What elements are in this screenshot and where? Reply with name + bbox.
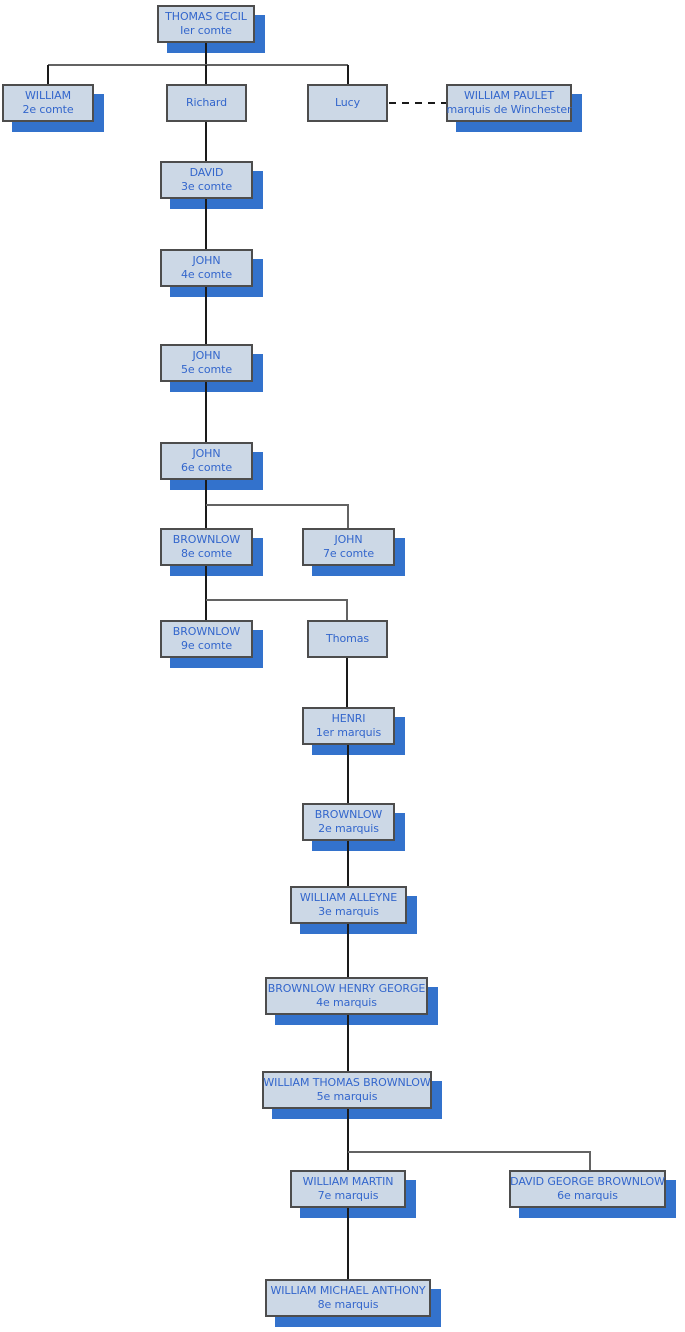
node-title: 4e marquis: [316, 996, 377, 1009]
node-name: BROWNLOW: [314, 808, 383, 821]
node-title: 2e marquis: [318, 822, 379, 835]
tree-node-lucy: Lucy: [307, 84, 388, 122]
node-name: DAVID: [189, 166, 224, 179]
node-title: 9e comte: [180, 639, 233, 652]
node-name: Richard: [185, 96, 228, 109]
node-name: WILLIAM MICHAEL ANTHONY: [270, 1284, 426, 1297]
node-name: HENRI: [331, 712, 366, 725]
node-name: BROWNLOW: [172, 533, 241, 546]
node-title: Ier comte: [180, 24, 232, 37]
node-title: 6e marquis: [557, 1189, 618, 1202]
node-title: 6e comte: [180, 461, 233, 474]
node-name: WILLIAM: [25, 89, 71, 102]
node-title: 1er marquis: [315, 726, 382, 739]
node-name: JOHN: [334, 533, 363, 546]
node-name: WILLIAM THOMAS BROWNLOW: [263, 1076, 431, 1089]
node-title: 8e comte: [180, 547, 233, 560]
node-title: 3e marquis: [318, 905, 379, 918]
node-name: DAVID GEORGE BROWNLOW: [510, 1175, 665, 1188]
node-title: 5e comte: [180, 363, 233, 376]
node-name: WILLIAM PAULET: [463, 89, 555, 102]
node-name: JOHN: [192, 254, 221, 267]
node-title: 7e marquis: [317, 1189, 379, 1202]
node-name: Lucy: [334, 96, 361, 109]
node-title: 4e comte: [180, 268, 233, 281]
node-title: marquis de Winchester: [446, 103, 572, 116]
node-name: Thomas: [325, 632, 369, 645]
node-name: JOHN: [192, 349, 221, 362]
node-name: THOMAS CECIL: [165, 10, 247, 23]
node-title: 8e marquis: [317, 1298, 379, 1311]
descent-line: [206, 599, 348, 620]
descent-line: [348, 1151, 591, 1170]
node-name: WILLIAM ALLEYNE: [299, 891, 398, 904]
node-name: BROWNLOW: [172, 625, 241, 638]
node-title: 3e comte: [180, 180, 233, 193]
tree-node-thomas: Thomas: [307, 620, 388, 658]
node-name: WILLIAM MARTIN: [302, 1175, 394, 1188]
tree-node-richard: Richard: [166, 84, 247, 122]
node-title: 7e comte: [322, 547, 375, 560]
node-name: BROWNLOW HENRY GEORGE: [267, 982, 426, 995]
descent-line: [206, 504, 349, 528]
node-name: JOHN: [192, 447, 221, 460]
node-title: 2e comte: [22, 103, 74, 116]
node-title: 5e marquis: [316, 1090, 378, 1103]
